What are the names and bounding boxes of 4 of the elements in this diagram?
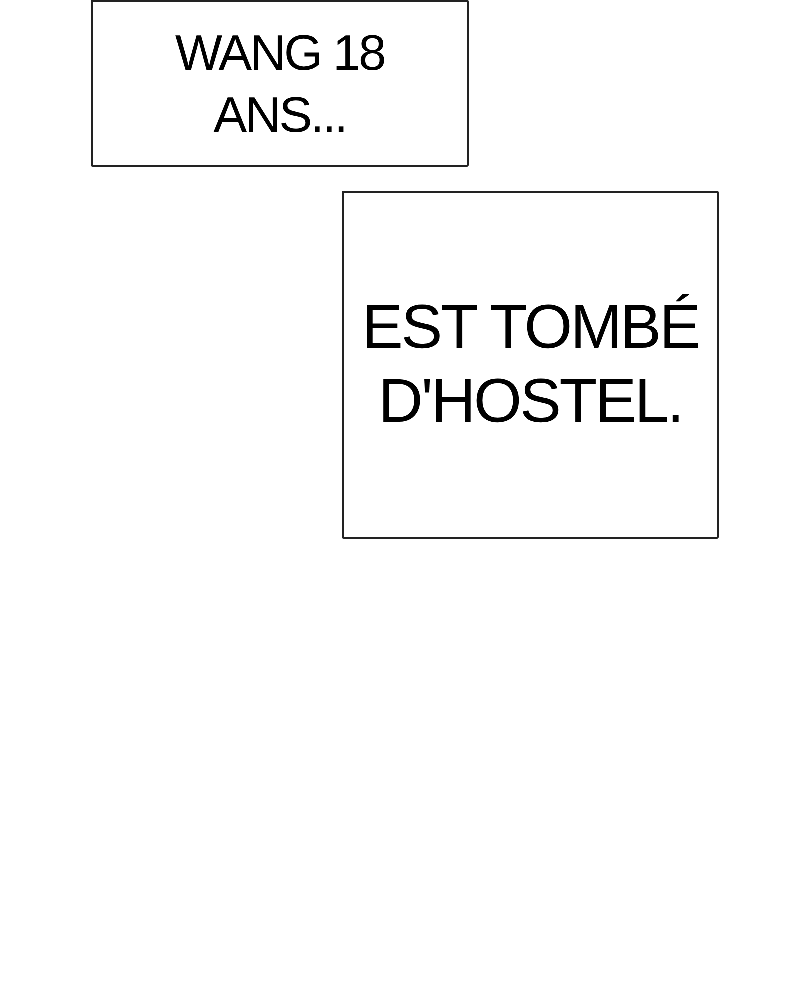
- caption-box: [342, 191, 719, 539]
- caption-text: WANG 18 ANS...: [174, 24, 386, 144]
- caption-box: [91, 0, 469, 167]
- caption-text: EST TOMBÉ D'HOSTEL.: [361, 292, 700, 438]
